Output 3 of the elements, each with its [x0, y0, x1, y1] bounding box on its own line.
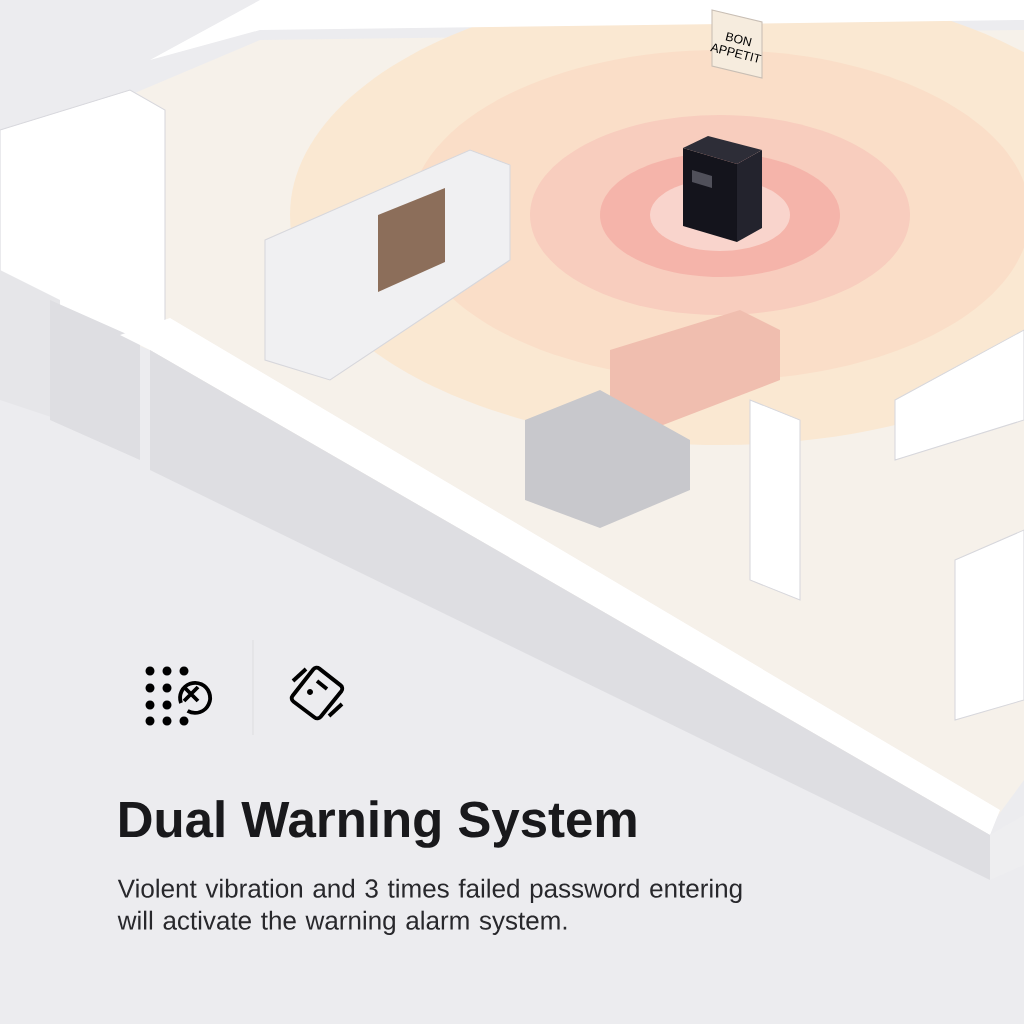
poster-text: BON APPETIT	[710, 32, 762, 63]
description: Violent vibration and 3 times failed password entering will activate the warning alarm system.	[117, 878, 742, 935]
title: Dual Warning System	[120, 800, 636, 848]
